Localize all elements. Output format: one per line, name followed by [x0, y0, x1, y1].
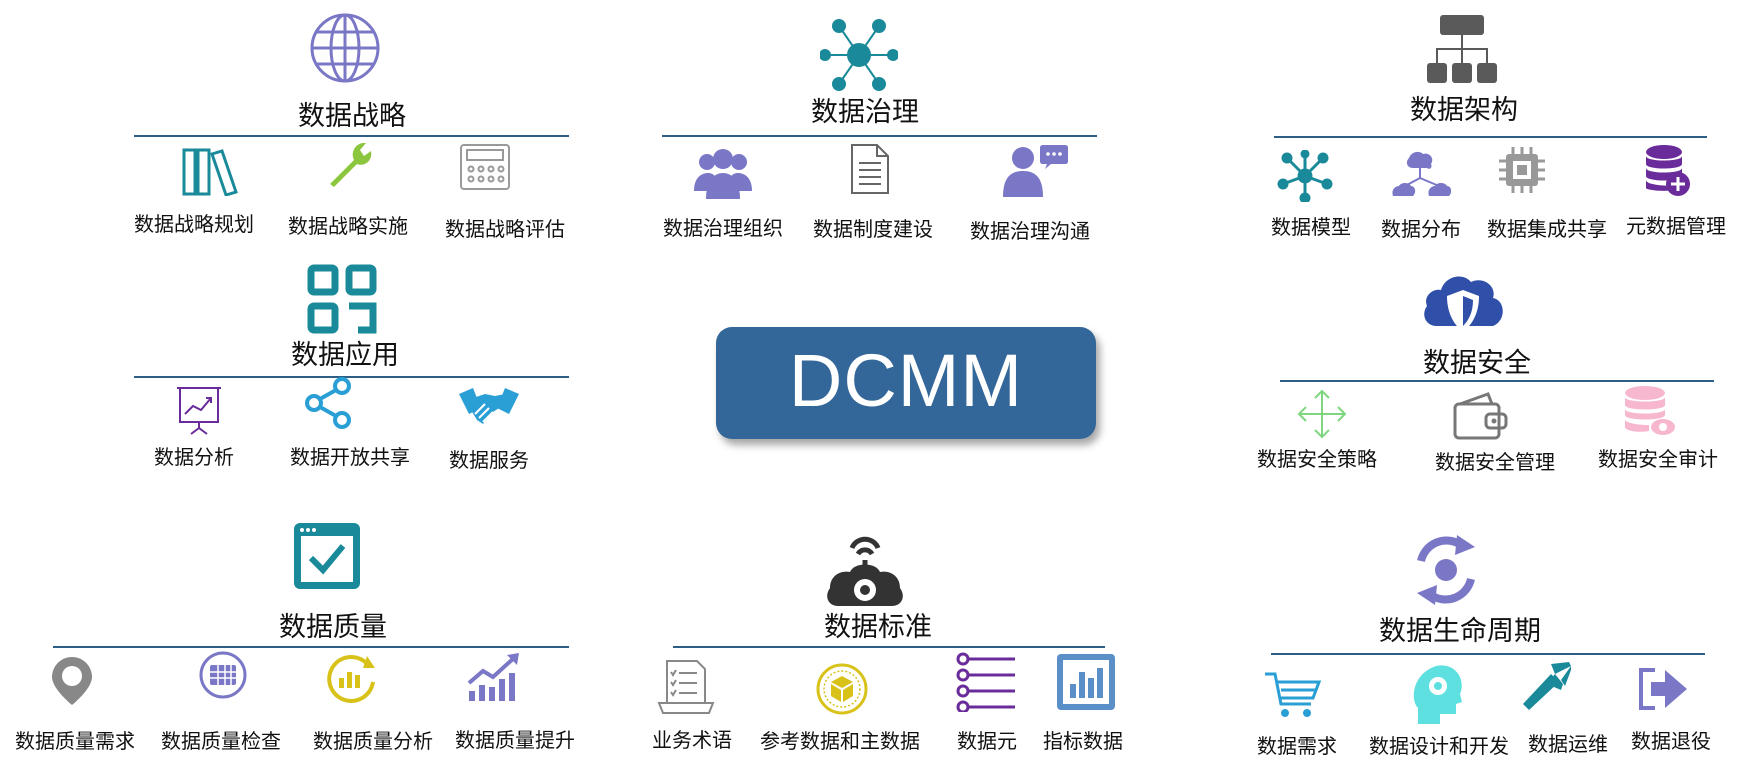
- shopping-cart-icon: [1263, 670, 1321, 720]
- divider-lifecycle: [1271, 653, 1705, 655]
- item-architecture-model: 数据模型: [1271, 215, 1351, 239]
- network-hub-icon: [820, 18, 898, 92]
- map-pin-icon: [50, 655, 94, 707]
- item-strategy-implement: 数据战略实施: [288, 214, 408, 238]
- item-standard-reference-master: 参考数据和主数据: [760, 729, 920, 753]
- binders-icon: [181, 148, 239, 196]
- calculator-icon: [459, 143, 511, 191]
- chart-cycle-icon: [323, 652, 379, 704]
- group-title-lifecycle: 数据生命周期: [1379, 616, 1541, 647]
- molecule-icon: [1277, 150, 1333, 202]
- item-governance-org: 数据治理组织: [663, 216, 783, 240]
- wrench-icon: [326, 140, 378, 188]
- group-title-architecture: 数据架构: [1410, 95, 1518, 126]
- sliders-list-icon: [955, 652, 1017, 712]
- checkbox-window-icon: [291, 520, 363, 592]
- bar-chart-frame-icon: [1055, 652, 1117, 712]
- group-title-standard: 数据标准: [824, 612, 932, 643]
- item-security-management: 数据安全管理: [1435, 450, 1555, 474]
- speaker-chat-icon: [1001, 143, 1069, 197]
- item-governance-communication: 数据治理沟通: [970, 219, 1090, 243]
- people-group-icon: [692, 147, 754, 201]
- divider-quality: [53, 646, 569, 648]
- item-application-service: 数据服务: [449, 448, 529, 472]
- item-standard-indicator: 指标数据: [1043, 729, 1123, 753]
- item-application-open-sharing: 数据开放共享: [290, 445, 410, 469]
- item-governance-policy: 数据制度建设: [813, 217, 933, 241]
- item-strategy-plan: 数据战略规划: [134, 212, 254, 236]
- item-quality-check: 数据质量检查: [161, 729, 281, 753]
- group-title-quality: 数据质量: [279, 612, 387, 643]
- divider-security: [1280, 380, 1714, 382]
- item-quality-improvement: 数据质量提升: [455, 728, 575, 752]
- checklist-laptop-icon: [657, 659, 715, 717]
- database-add-icon: [1644, 144, 1692, 198]
- cloud-shield-icon: [1421, 270, 1505, 342]
- org-chart-icon: [1426, 13, 1498, 85]
- item-architecture-metadata: 元数据管理: [1626, 214, 1726, 238]
- document-icon: [850, 143, 890, 195]
- group-title-application: 数据应用: [291, 340, 399, 371]
- dcmm-center-box: DCMM: [716, 327, 1096, 439]
- share-icon: [304, 377, 354, 429]
- refresh-cycle-icon: [1409, 533, 1483, 607]
- grid-apps-icon: [306, 263, 378, 335]
- divider-standard: [673, 646, 1105, 648]
- group-title-governance: 数据治理: [811, 97, 919, 128]
- handshake-icon: [459, 384, 519, 434]
- dcmm-label: DCMM: [788, 339, 1024, 422]
- group-title-security: 数据安全: [1423, 348, 1531, 379]
- item-security-strategy: 数据安全策略: [1257, 447, 1377, 471]
- item-standard-data-element: 数据元: [957, 729, 1017, 753]
- inspection-grid-icon: [198, 650, 248, 700]
- pliers-icon: [1521, 660, 1573, 712]
- group-title-strategy: 数据战略: [298, 101, 406, 132]
- divider-governance: [662, 135, 1097, 137]
- growth-chart-icon: [465, 653, 523, 703]
- item-application-analysis: 数据分析: [154, 445, 234, 469]
- box-seal-icon: [815, 662, 869, 716]
- divider-architecture: [1274, 136, 1707, 138]
- chip-icon: [1497, 145, 1547, 195]
- item-lifecycle-retirement: 数据退役: [1631, 729, 1711, 753]
- item-architecture-distribution: 数据分布: [1381, 217, 1461, 241]
- presentation-chart-icon: [175, 384, 223, 436]
- divider-strategy: [134, 135, 569, 137]
- item-quality-analysis: 数据质量分析: [313, 729, 433, 753]
- cloud-network-icon: [1391, 148, 1451, 200]
- divider-application: [134, 376, 569, 378]
- item-security-audit: 数据安全审计: [1598, 447, 1718, 471]
- robot-sensor-icon: [824, 530, 906, 610]
- item-quality-requirement: 数据质量需求: [15, 729, 135, 753]
- item-lifecycle-requirement: 数据需求: [1257, 734, 1337, 758]
- item-strategy-evaluate: 数据战略评估: [445, 217, 565, 241]
- item-lifecycle-operations: 数据运维: [1528, 732, 1608, 756]
- item-architecture-integration: 数据集成共享: [1487, 217, 1607, 241]
- move-arrows-icon: [1296, 388, 1348, 440]
- item-lifecycle-design-develop: 数据设计和开发: [1369, 734, 1509, 758]
- item-standard-terms: 业务术语: [652, 728, 732, 752]
- database-eye-icon: [1623, 385, 1675, 437]
- exit-arrow-icon: [1637, 666, 1689, 712]
- globe-icon: [309, 12, 381, 84]
- wallet-icon: [1452, 390, 1510, 442]
- head-gear-icon: [1410, 662, 1464, 724]
